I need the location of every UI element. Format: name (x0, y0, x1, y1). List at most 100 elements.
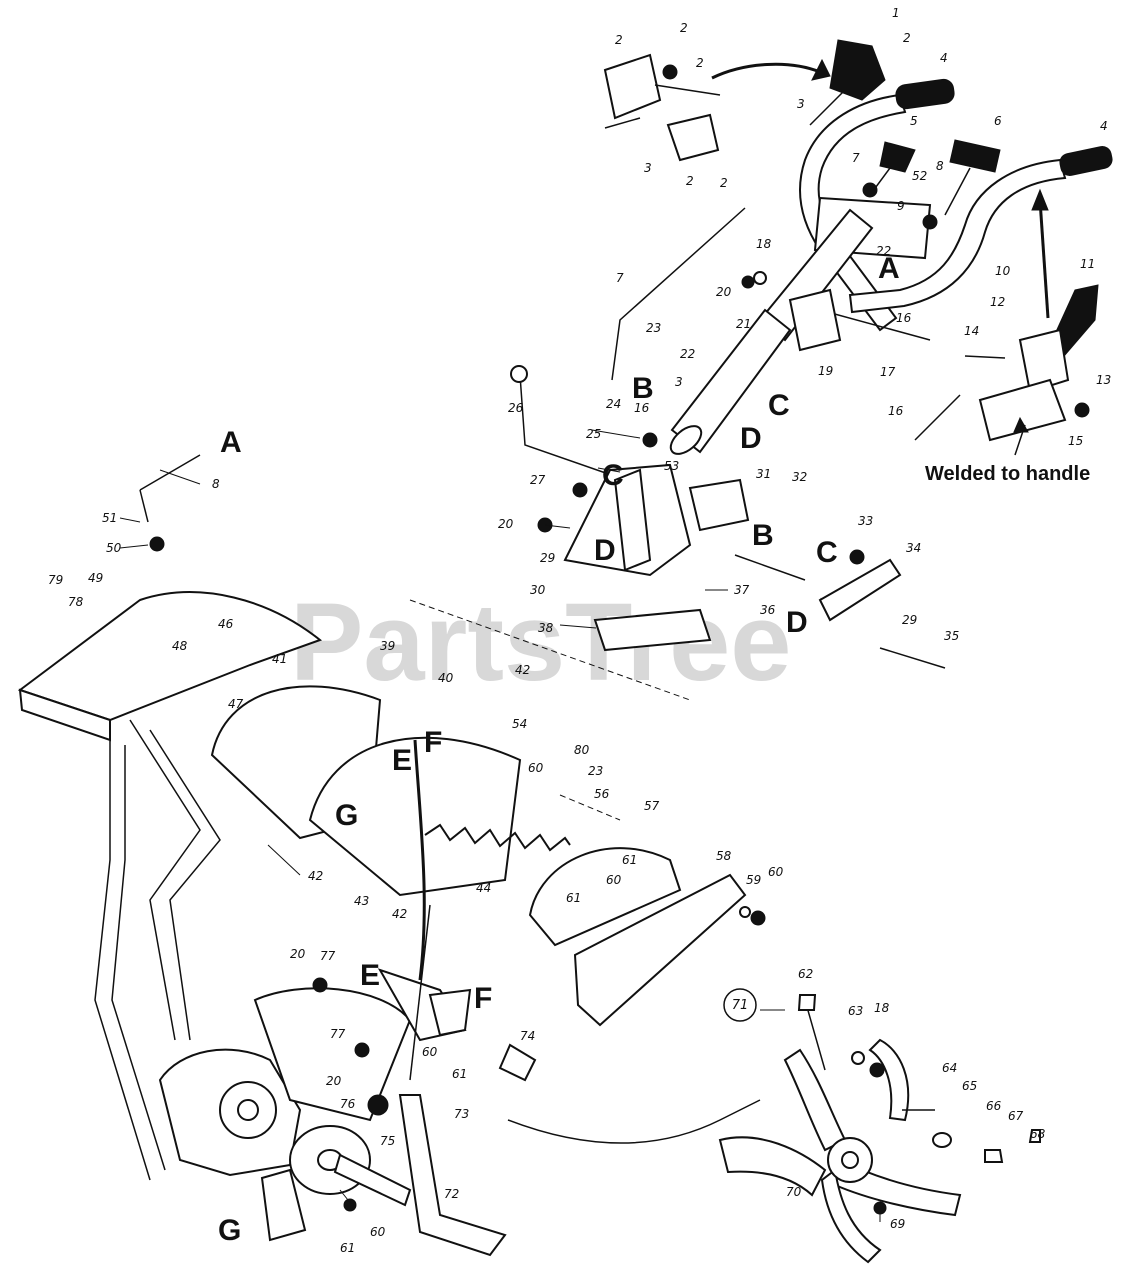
plate-58 (573, 873, 747, 1027)
part-number: 49 (88, 571, 103, 585)
part-number: 59 (746, 873, 761, 887)
part-number: 19 (818, 364, 833, 378)
part-number: 23 (588, 764, 603, 778)
plate-31 (688, 478, 750, 532)
letter-label: G (218, 1214, 241, 1247)
callout-71-label: 71 (732, 998, 749, 1013)
part-number: 61 (566, 891, 581, 905)
part-number: 3 (675, 375, 683, 389)
part-number: 67 (1008, 1109, 1024, 1123)
part-number-callouts: 1 2 2 2 2 2 2 3 3 3 4 4 5 6 7 7 8 8 9 10… (48, 6, 1111, 1255)
part-number: 76 (340, 1097, 356, 1111)
left-handle-bar (799, 93, 907, 332)
part-number: 4 (1100, 119, 1108, 133)
part-number: 29 (902, 613, 917, 627)
part-number: 53 (664, 459, 679, 473)
part-number: 54 (512, 717, 527, 731)
part-number: 1 (892, 6, 900, 20)
part-number: 42 (392, 907, 407, 921)
part-number: 10 (995, 264, 1011, 278)
letter-label: F (474, 982, 492, 1015)
part-number: 61 (452, 1067, 467, 1081)
tine-left (718, 1136, 827, 1197)
part-number: 39 (380, 639, 395, 653)
leader-lines (119, 429, 881, 1222)
shift-lever-top (829, 39, 886, 101)
axle-shaft (333, 1153, 412, 1207)
part-number: 70 (786, 1185, 802, 1199)
part-number: 63 (848, 1004, 863, 1018)
part-number: 60 (422, 1045, 438, 1059)
letter-label: D (786, 606, 808, 639)
part-number: 3 (644, 161, 652, 175)
part-number: 2 (696, 56, 704, 70)
part-number: 29 (540, 551, 555, 565)
cover-38 (593, 608, 712, 652)
watermark: PartsTree (290, 581, 791, 704)
part-number: 2 (680, 21, 688, 35)
part-number: 7 (852, 151, 860, 165)
letter-label: C (768, 389, 790, 422)
part-number: 47 (228, 697, 244, 711)
part-number: 57 (644, 799, 660, 813)
part-number: 33 (858, 514, 873, 528)
part-number: 65 (962, 1079, 977, 1093)
part-number: 42 (308, 869, 323, 883)
part-number: 27 (530, 473, 546, 487)
part-number: 14 (964, 324, 979, 338)
part-number: 24 (606, 397, 621, 411)
part-number: 2 (720, 176, 728, 190)
part-number: 21 (736, 317, 751, 331)
part-number: 77 (320, 949, 336, 963)
part-number: 37 (734, 583, 750, 597)
part-number: 56 (594, 787, 610, 801)
part-number: 20 (290, 947, 306, 961)
letter-label: F (424, 726, 442, 759)
part-number: 12 (990, 295, 1005, 309)
part-number: 69 (890, 1217, 905, 1231)
part-number: 48 (172, 639, 188, 653)
part-number: 8 (936, 159, 944, 173)
part-number: 62 (798, 967, 813, 981)
letter-label: B (752, 519, 774, 552)
part-number: 25 (586, 427, 601, 441)
letter-label: A (220, 426, 242, 459)
shield-47 (17, 591, 323, 722)
part-number: 20 (326, 1074, 342, 1088)
part-number: 16 (634, 401, 650, 415)
part-number: 41 (272, 652, 287, 666)
part-number: 46 (218, 617, 234, 631)
part-number: 2 (615, 33, 623, 47)
part-number: 23 (646, 321, 661, 335)
part-number: 22 (680, 347, 695, 361)
letter-label: C (602, 459, 624, 492)
right-handle-bar (848, 158, 1067, 314)
part-number: 58 (716, 849, 732, 863)
callout-71-circle (723, 988, 757, 1022)
part-number: 4 (940, 51, 948, 65)
serrated-bar-44 (424, 823, 571, 852)
part-number: 36 (760, 603, 776, 617)
knob-5 (879, 141, 916, 173)
knob-6 (949, 139, 1001, 173)
part-number: 16 (896, 311, 912, 325)
left-grip (895, 78, 955, 110)
part-number: 34 (906, 541, 921, 555)
part-number: 7 (616, 271, 624, 285)
part-number: 73 (454, 1107, 469, 1121)
part-number: 30 (530, 583, 546, 597)
link-34 (818, 558, 902, 622)
part-number: 51 (102, 511, 117, 525)
part-number: 16 (888, 404, 904, 418)
part-number: 20 (498, 517, 514, 531)
part-number: 60 (528, 761, 544, 775)
letter-label: C (816, 536, 838, 569)
part-number: 64 (942, 1061, 957, 1075)
part-number: 20 (716, 285, 732, 299)
part-number: 40 (438, 671, 454, 685)
part-number: 52 (912, 169, 927, 183)
part-number: 18 (874, 1001, 890, 1015)
part-number: 43 (354, 894, 369, 908)
